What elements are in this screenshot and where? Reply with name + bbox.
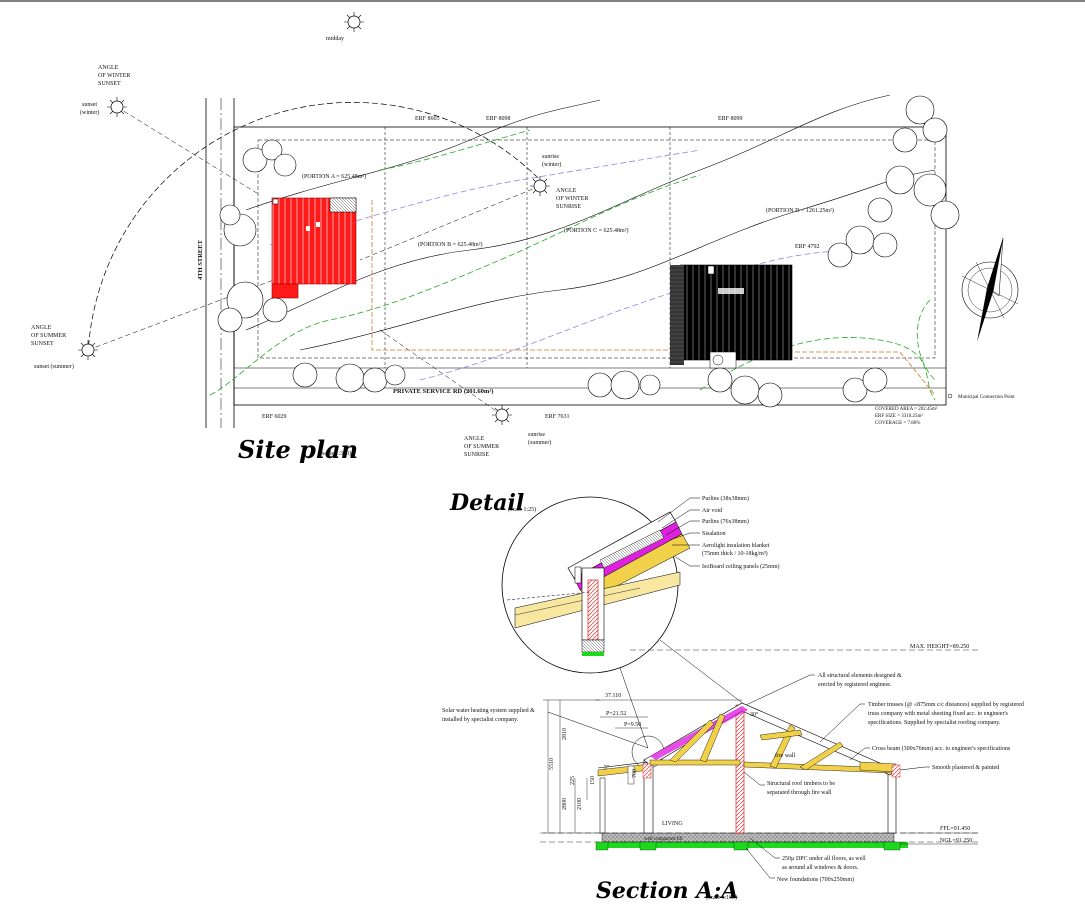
- dim-700: 700: [632, 769, 638, 778]
- detail-note-1: Purlins (38x38mm): [702, 495, 749, 502]
- dim-ridge-width: 37.110: [605, 693, 621, 699]
- label-angle-summer-sunset-3: SUNSET: [31, 341, 54, 347]
- label-ngl: NGL=91.250: [940, 838, 972, 844]
- dim-2810: 2810: [562, 728, 568, 740]
- sun-summer-sunrise-icon: [492, 405, 512, 425]
- label-portion-c: (PORTION C = 625.48m²): [564, 227, 629, 234]
- label-compacted-fill: well compacted fill: [644, 837, 683, 842]
- section-title: Section A:A: [596, 878, 738, 904]
- label-roof-angle: 30°: [750, 711, 759, 718]
- label-angle-winter-sunset-3: SUNSET: [98, 81, 121, 87]
- detail-note-2: Air void: [702, 508, 722, 514]
- sun-winter-sunrise-icon: [530, 176, 550, 196]
- label-portion-d: (PORTION D = 1261.25m²): [766, 207, 834, 214]
- detail-note-7: IsoBoard ceiling panels (25mm): [702, 563, 779, 570]
- label-sunrise-winter-2: (winter): [542, 161, 561, 168]
- label-angle-summer-sunset-2: OF SUMMER: [31, 333, 66, 339]
- label-angle-summer-sunset-1: ANGLE: [31, 325, 52, 331]
- house-portion-a: [271, 197, 357, 299]
- detail-note-6: (75mm thick / 10-18kg/m³): [702, 550, 768, 557]
- label-covered-area: COVERED AREA = 202.45m²: [875, 406, 938, 412]
- label-connection-point: Municipal Connection Point: [958, 395, 1015, 400]
- dim-p1: P=21.52: [606, 711, 626, 717]
- label-angle-summer-sunrise-1: ANGLE: [464, 436, 485, 442]
- trees: [217, 95, 960, 408]
- note-roof-timbers-2: separated through fire wall: [767, 789, 832, 796]
- sun-midday-icon: [344, 12, 364, 32]
- dim-150: 150: [590, 776, 596, 785]
- label-angle-summer-sunrise-3: SUNRISE: [464, 452, 489, 458]
- property-boundary: [233, 126, 947, 406]
- label-living: LIVING: [662, 821, 683, 827]
- label-erf-4792: ERF 4792: [795, 244, 820, 250]
- label-coverage: COVERAGE = 7.86%: [875, 421, 920, 426]
- note-dpc-1: 250µ DPC under all floors, as well: [782, 855, 866, 862]
- label-angle-summer-sunrise-2: OF SUMMER: [464, 444, 499, 450]
- label-service-road: PRIVATE SERVICE RD (201.60m²): [393, 388, 493, 395]
- label-sunset-winter-2: (winter): [80, 109, 99, 116]
- detail-title: Detail: [449, 490, 524, 516]
- label-angle-winter-sunset-2: OF WINTER: [98, 73, 130, 79]
- note-roof-timbers-1: Structural roof timbers to be: [767, 780, 835, 787]
- dim-2100: 2100: [577, 798, 583, 810]
- dim-2800: 2800: [562, 798, 568, 810]
- note-structural-1: All structural elements designed &: [818, 673, 902, 679]
- dim-p2: P=9.50: [624, 722, 641, 728]
- label-ffl: FFL=91.450: [940, 826, 970, 832]
- label-sunrise-summer-1: sunrise: [528, 432, 545, 438]
- site-plan-title: Site plan: [238, 435, 358, 464]
- label-erf-8665: ERF 8665: [415, 116, 440, 122]
- section-scale: (scale 1:100): [706, 894, 737, 901]
- note-trusses-3: specifications. Supplied by specialist r…: [868, 719, 1001, 726]
- label-erf-size: ERF SIZE = 3310.25m²: [875, 413, 923, 419]
- note-solar-2: installed by specialist company.: [442, 717, 519, 723]
- label-portion-b: (PORTION B = 625.48m²): [418, 241, 483, 248]
- sun-path-arc: [87, 101, 546, 356]
- label-sunrise-winter-1: sunrise: [542, 154, 559, 160]
- label-sunrise-summer-2: (summer): [528, 439, 551, 446]
- sun-summer-sunset-icon: [78, 340, 98, 360]
- label-max-height: MAX. HEIGHT=89.250: [910, 644, 969, 650]
- dim-5510: 5510: [549, 758, 555, 770]
- street-label: 4TH STREET: [197, 239, 204, 280]
- site-plan: midday ANGLE OF WINTER SUNSET sunset (wi…: [31, 12, 1019, 464]
- note-plastered: Smooth plastered & painted: [932, 765, 999, 771]
- label-small-angle: 5°: [604, 764, 610, 771]
- label-angle-winter-sunrise-3: SUNRISE: [556, 204, 581, 210]
- label-erf-8099: ERF 8099: [718, 116, 743, 122]
- label-angle-winter-sunrise-2: OF WINTER: [556, 196, 588, 202]
- detail-drawing: Detail (scale 1:25) Purlins (38x38mm) Ai…: [449, 490, 779, 769]
- note-dpc-2: as around all windows & doors.: [782, 865, 859, 871]
- note-trusses-1: Timber trusses (@ ≤875mm c/c distances) …: [868, 701, 1024, 708]
- label-erf-6029: ERF 6029: [262, 414, 287, 420]
- north-arrow-icon: [961, 237, 1019, 342]
- sun-winter-sunset-icon: [107, 97, 127, 117]
- label-angle-winter-sunrise-1: ANGLE: [556, 188, 577, 194]
- section-drawing: MAX. HEIGHT=89.250: [442, 644, 1024, 904]
- label-erf-7631: ERF 7631: [545, 414, 570, 420]
- note-trusses-2: truss company with metal sheeting fixed …: [868, 710, 1009, 717]
- site-plan-scale: (scale 1:300): [320, 450, 351, 457]
- label-midday: midday: [326, 36, 344, 42]
- note-structural-2: erected by registered engineer.: [818, 682, 892, 688]
- note-foundations: New foundations (700x250mm): [777, 876, 854, 883]
- dim-225: 225: [570, 776, 576, 785]
- detail-note-3: Purlins (76x38mm): [702, 518, 749, 525]
- house-portion-d: [670, 264, 793, 369]
- label-fire-wall: fire wall: [775, 752, 795, 759]
- note-cross-beam: Cross beam (300x76mm) acc. to engineer's…: [872, 745, 1011, 752]
- label-angle-winter-sunset-1: ANGLE: [98, 65, 119, 71]
- detail-scale: (scale 1:25): [508, 506, 536, 513]
- building-line: [257, 139, 936, 359]
- label-portion-a: (PORTION A = 625.48m²): [302, 173, 366, 180]
- label-sunset-summer: sunset (summer): [34, 363, 74, 370]
- detail-note-4: Sisalation: [702, 531, 726, 537]
- label-erf-8098: ERF 8098: [486, 116, 511, 122]
- detail-note-5: Aerolight insulation blanket: [702, 543, 770, 549]
- label-sunset-winter-1: sunset: [82, 102, 97, 108]
- note-solar-1: Solar water heating system supplied &: [442, 708, 535, 714]
